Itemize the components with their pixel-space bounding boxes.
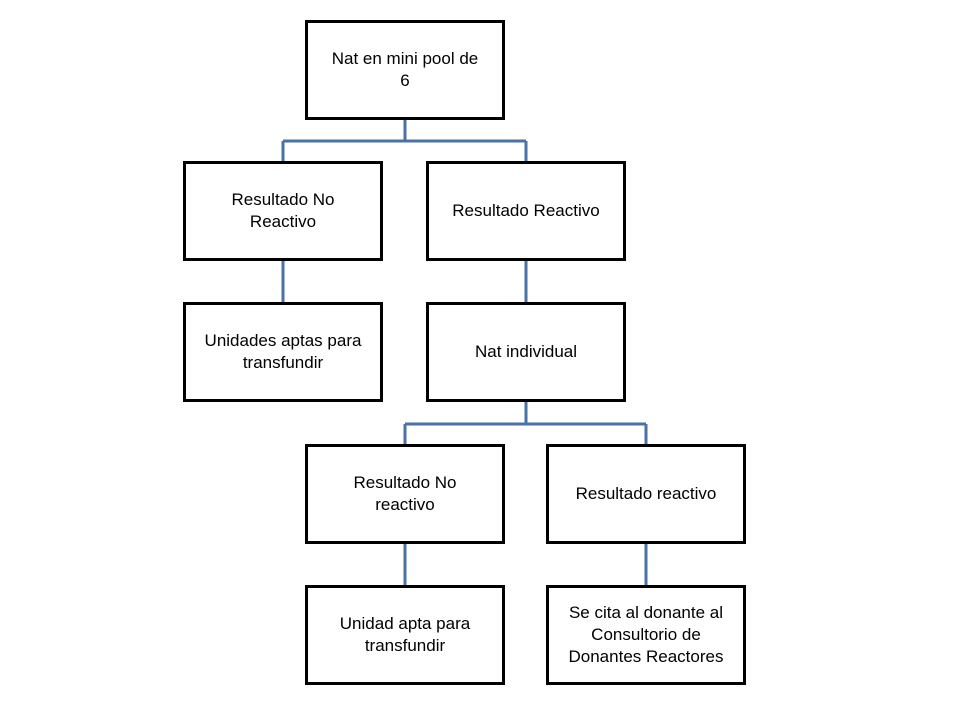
node-label: Resultado reactivo <box>575 483 717 503</box>
node-nat-individual: Nat individual <box>426 302 626 402</box>
node-label: Unidad apta para transfundir <box>339 613 471 655</box>
node-label: Resultado No Reactivo <box>231 189 335 231</box>
node-resultado-reactivo-1: Resultado Reactivo <box>426 161 626 261</box>
node-label: Nat en mini pool de 6 <box>331 48 479 90</box>
node-label: Unidades aptas para transfundir <box>204 330 362 372</box>
node-unidad-apta: Unidad apta para transfundir <box>305 585 505 685</box>
node-resultado-reactivo-2: Resultado reactivo <box>546 444 746 544</box>
node-label: Nat individual <box>474 341 578 361</box>
node-resultado-no-reactivo-2: Resultado No reactivo <box>305 444 505 544</box>
node-label: Se cita al donante al Consultorio de Don… <box>568 602 724 667</box>
node-label: Resultado No reactivo <box>353 472 457 514</box>
node-label: Resultado Reactivo <box>452 200 600 220</box>
node-resultado-no-reactivo-1: Resultado No Reactivo <box>183 161 383 261</box>
node-unidades-aptas: Unidades aptas para transfundir <box>183 302 383 402</box>
node-nat-mini-pool: Nat en mini pool de 6 <box>305 20 505 120</box>
node-cita-consultorio: Se cita al donante al Consultorio de Don… <box>546 585 746 685</box>
